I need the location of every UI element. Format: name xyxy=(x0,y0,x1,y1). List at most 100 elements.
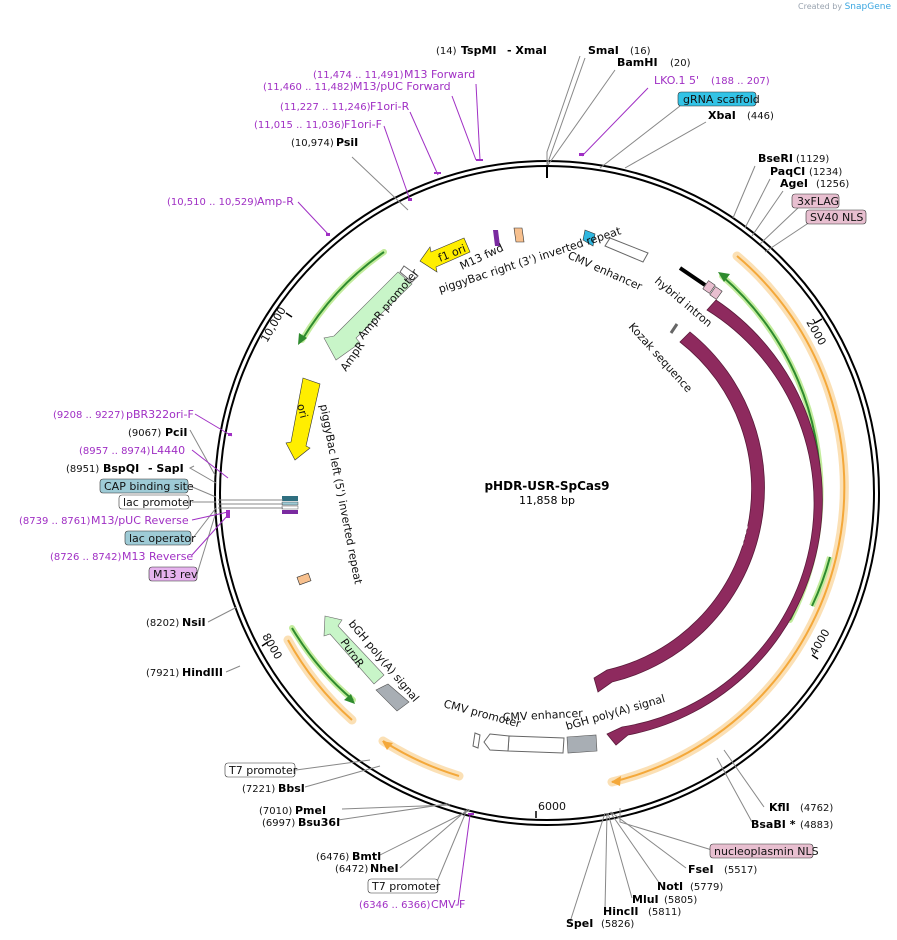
cmv-enhancer-arrow xyxy=(604,237,649,263)
cmv-enhancer-label-bottom: CMV enhancer xyxy=(502,707,583,724)
enzyme-fsei-name: FseI xyxy=(688,863,714,876)
kozak-mark xyxy=(669,323,679,334)
enzyme-sapi-name: - SapI xyxy=(148,462,184,475)
primer-l4440-range: (8957 .. 8974) xyxy=(79,446,151,457)
tick-4000 xyxy=(811,654,819,660)
piggybac-left-glyph xyxy=(296,572,312,586)
tick-2000 xyxy=(814,318,823,324)
primer-pbr322ori-f-range: (9208 .. 9227) xyxy=(53,410,125,421)
lac-glyph-3 xyxy=(281,505,299,510)
ori-label: ori xyxy=(294,402,310,419)
cmv-mark xyxy=(472,732,481,749)
primer-f1ori-r-range: (11,227 .. 11,246) xyxy=(280,102,371,113)
m13-fwd-glyph xyxy=(493,230,500,246)
enzyme-bsu36i-pos: (6997) xyxy=(262,818,295,829)
enzyme-bamhi-pos: (20) xyxy=(670,58,691,69)
primer-f1ori-f-range: (11,015 .. 11,036) xyxy=(254,120,345,131)
plasmid-name: pHDR-USR-SpCas9 xyxy=(484,479,609,493)
tick-8000 xyxy=(261,641,269,647)
enzyme-agei-pos: (1256) xyxy=(816,179,849,190)
tick-label-10000: 10,000 xyxy=(258,305,289,345)
nls-glyph-2 xyxy=(709,286,723,300)
cmv-enhancer-bottom xyxy=(507,735,565,754)
primer-m13puc-reverse-name: M13/pUC Reverse xyxy=(91,514,189,527)
enzyme-mlui-name: MluI xyxy=(632,893,659,906)
enzyme-bspqi-pos: (8951) xyxy=(66,464,99,475)
cas9-outer-arc xyxy=(606,299,823,746)
enzyme-spei-pos: (5826) xyxy=(601,919,634,930)
watermark: Created by SnapGene xyxy=(798,2,891,12)
label-lac-promoter: lac promoter xyxy=(123,496,194,509)
primer-lko1-name: LKO.1 5' xyxy=(654,74,699,87)
tick-10000 xyxy=(285,312,293,318)
primer-m13-forward-name: M13 Forward xyxy=(404,68,475,81)
enzyme-mlui-pos: (5805) xyxy=(664,895,697,906)
hybrid-intron-label: hybrid intron xyxy=(652,274,715,330)
nls-glyph-1 xyxy=(702,280,716,294)
f1-ori-arrow xyxy=(419,237,471,273)
primer-labels: (11,474 .. 11,491) M13 Forward (11,460 .… xyxy=(19,68,770,911)
primer-amp-r-name: Amp-R xyxy=(257,195,294,208)
enzyme-bbsi-name: BbsI xyxy=(278,782,305,795)
enzyme-bspqi-name: BspQI xyxy=(103,462,139,475)
enzyme-psii-name: PsiI xyxy=(336,136,358,149)
cas9-label-outer: Cas9 xyxy=(792,534,809,561)
hybrid-intron-bar xyxy=(678,266,707,287)
watermark-brand: SnapGene xyxy=(844,2,891,12)
label-t7-promoter-lower: T7 promoter xyxy=(371,880,441,893)
primer-m13puc-forward-name: M13/pUC Forward xyxy=(353,80,451,93)
lac-glyph-4 xyxy=(282,510,298,514)
cas9-arcs: Cas9 Cas9 xyxy=(593,299,823,746)
label-cap-binding-site: CAP binding site xyxy=(104,480,194,493)
enzyme-noti-name: NotI xyxy=(657,880,683,893)
primer-l4440-name: L4440 xyxy=(151,444,185,457)
primer-f1ori-f-name: F1ori-F xyxy=(344,118,382,131)
enzyme-smai-name: SmaI xyxy=(588,44,619,57)
label-sv40-nls: SV40 NLS xyxy=(810,211,863,224)
enzyme-bmti-pos: (6476) xyxy=(316,852,349,863)
label-3xflag: 3xFLAG xyxy=(797,195,839,208)
primer-cmv-f-name: CMV-F xyxy=(431,898,465,911)
enzyme-kfli-pos: (4762) xyxy=(800,803,833,814)
enzyme-hincii-name: HincII xyxy=(603,905,639,918)
label-nucleoplasmin-nls: nucleoplasmin NLS xyxy=(714,845,819,858)
enzyme-nhei-name: NheI xyxy=(370,862,399,875)
enzyme-paqci-name: PaqCI xyxy=(770,165,805,178)
enzyme-tspmi-name: TspMI xyxy=(461,44,497,57)
enzyme-pcii-pos: (9067) xyxy=(128,428,161,439)
enzyme-hindiii-name: HindIII xyxy=(182,666,223,679)
grna-scaffold-glyph xyxy=(582,229,596,247)
enzyme-pmei-name: PmeI xyxy=(295,804,326,817)
enzyme-bseri-name: BseRI xyxy=(758,152,793,165)
label-t7-promoter-upper: T7 promoter xyxy=(228,764,298,777)
primer-m13-reverse-name: M13 Reverse xyxy=(122,550,193,563)
enzyme-fsei-pos: (5517) xyxy=(724,865,757,876)
ampr-promoter-label: AmpR promoter xyxy=(355,266,421,342)
enzyme-bamhi-name: BamHI xyxy=(617,56,658,69)
primer-leaders xyxy=(191,83,649,906)
bgh-polya-right-glyph xyxy=(566,734,598,754)
enzyme-noti-pos: (5779) xyxy=(690,882,723,893)
primer-lko1-range: (188 .. 207) xyxy=(711,76,770,87)
watermark-prefix: Created by xyxy=(798,2,843,11)
cmv-promoter-bottom xyxy=(483,733,510,752)
primer-pbr322ori-f-name: pBR322ori-F xyxy=(126,408,194,421)
enzyme-kfli-name: KflI xyxy=(769,801,790,814)
enzyme-bsabi-name: BsaBI * xyxy=(751,818,796,831)
label-grna-scaffold: gRNA scaffold xyxy=(683,93,760,106)
enzyme-bmti-name: BmtI xyxy=(352,850,381,863)
enzyme-paqci-pos: (1234) xyxy=(809,167,842,178)
boxed-labels: gRNA scaffold 3xFLAG SV40 NLS nucleoplas… xyxy=(99,91,867,894)
primer-m13-forward-range: (11,474 .. 11,491) xyxy=(313,70,404,81)
primer-m13puc-reverse-range: (8739 .. 8761) xyxy=(19,516,91,527)
ampr-promoter-arrow xyxy=(399,265,419,283)
enzyme-hincii-pos: (5811) xyxy=(648,907,681,918)
label-m13-rev: M13 rev xyxy=(153,568,198,581)
enzyme-nsii-name: NsiI xyxy=(182,616,206,629)
enzyme-bsabi-pos: (4883) xyxy=(800,820,833,831)
orf-arcs xyxy=(283,251,849,787)
primer-f1ori-r-name: F1ori-R xyxy=(370,100,410,113)
lac-glyph-1 xyxy=(282,496,298,501)
bgh-polya-left-glyph xyxy=(375,683,410,712)
